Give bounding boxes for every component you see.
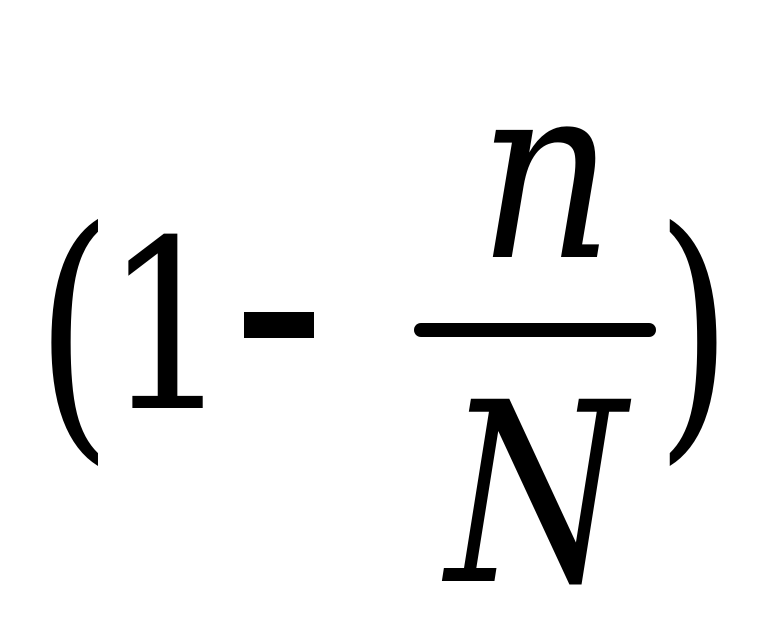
- open-parenthesis: (: [36, 173, 112, 488]
- fraction-denominator: N: [446, 349, 626, 640]
- fraction-bar: [414, 323, 656, 337]
- digit-one: 1: [104, 191, 232, 464]
- fraction-numerator: n: [478, 30, 614, 315]
- minus-sign: -: [244, 312, 314, 338]
- close-parenthesis: ): [656, 173, 732, 488]
